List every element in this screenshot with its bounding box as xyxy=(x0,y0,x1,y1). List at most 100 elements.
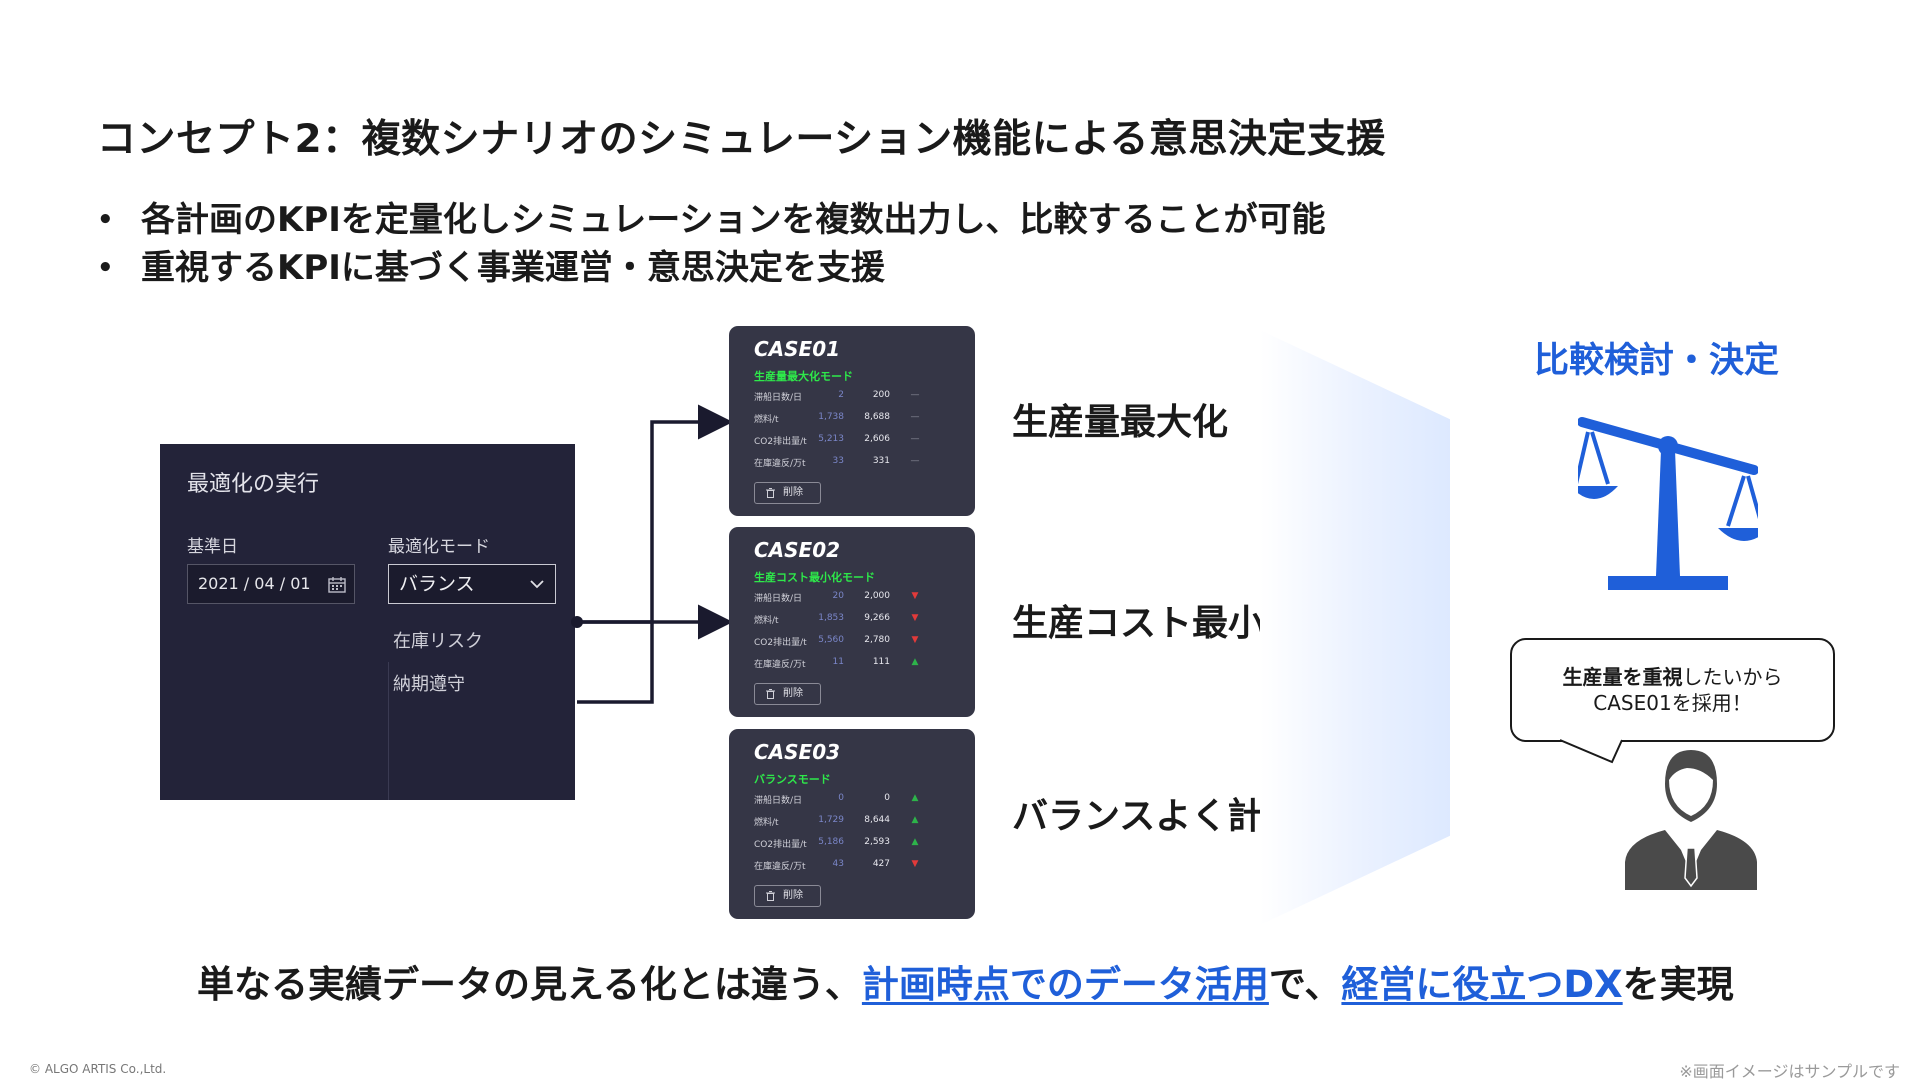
bullet-marker: • xyxy=(97,253,114,283)
trend-up-icon: ▲ xyxy=(911,815,919,825)
kpi-label: CO2排出量/t xyxy=(754,840,807,850)
sample-note: ※画面イメージはサンプルです xyxy=(1679,1062,1900,1080)
kpi-label: 滞船日数/日 xyxy=(754,594,803,604)
trend-down-icon: ▼ xyxy=(911,613,919,623)
case-mode: 生産量最大化モード xyxy=(754,370,853,383)
summary-part-1: 単なる実績データの見える化とは違う、 xyxy=(197,963,862,1006)
kpi-label: 在庫違反/万t xyxy=(754,459,806,469)
bubble-line-2: CASE01を採用！ xyxy=(1593,691,1752,715)
trend-up-icon: ▲ xyxy=(911,837,919,847)
kpi-label: 燃料/t xyxy=(754,415,779,425)
calendar-icon[interactable] xyxy=(328,576,346,593)
copyright: © ALGO ARTIS Co.,Ltd. xyxy=(29,1062,167,1076)
kpi-value-a: 2 xyxy=(838,390,844,400)
case-name: CASE01 xyxy=(754,337,841,361)
summary-part-2: で、 xyxy=(1268,963,1342,1006)
case-caption-02: 生産コスト最小化 xyxy=(1012,603,1301,644)
kpi-value-b: 427 xyxy=(872,859,890,869)
kpi-value-b: 0 xyxy=(884,793,890,803)
date-field[interactable]: 2021 / 04 / 01 xyxy=(187,564,355,604)
kpi-value-a: 33 xyxy=(832,456,844,466)
bullet-item: • 重視するKPIに基づく事業運営・意思決定を支援 xyxy=(97,244,1326,292)
bubble-line-1: 生産量を重視したいから xyxy=(1512,664,1833,690)
case-mode: 生産コスト最小化モード xyxy=(754,571,875,584)
summary-highlight-1: 計画時点でのデータ活用 xyxy=(861,963,1269,1006)
chevron-down-icon xyxy=(530,580,544,589)
trend-down-icon: ▼ xyxy=(911,591,919,601)
trend-down-icon: ▼ xyxy=(911,635,919,645)
date-label: 基準日 xyxy=(187,537,238,557)
kpi-value-b: 2,593 xyxy=(864,837,890,847)
mode-option-inventory-risk[interactable]: 在庫リスク xyxy=(393,631,483,652)
kpi-label: 在庫違反/万t xyxy=(754,862,806,872)
trash-icon xyxy=(766,891,775,901)
panel-divider xyxy=(388,662,389,800)
trend-up-icon: ▲ xyxy=(911,657,919,667)
case-caption-01: 生産量最大化 xyxy=(1012,402,1229,443)
gradient-arrow xyxy=(1260,330,1450,925)
case-name: CASE03 xyxy=(754,740,841,764)
kpi-value-b: 2,000 xyxy=(864,591,890,601)
trend-up-icon: ▲ xyxy=(911,793,919,803)
delete-button[interactable]: 削除 xyxy=(754,885,821,907)
mode-select[interactable]: バランス xyxy=(388,564,556,604)
kpi-value-a: 5,186 xyxy=(818,837,844,847)
delete-button[interactable]: 削除 xyxy=(754,683,821,705)
bullet-list: • 各計画のKPIを定量化しシミュレーションを複数出力し、比較することが可能 •… xyxy=(97,196,1326,292)
mode-label: 最適化モード xyxy=(388,537,490,557)
bubble-rest: したいから xyxy=(1682,665,1783,689)
case-mode: バランスモード xyxy=(754,773,831,786)
kpi-value-a: 43 xyxy=(832,859,844,869)
kpi-value-a: 1,853 xyxy=(818,613,844,623)
case-name: CASE02 xyxy=(754,538,841,562)
kpi-row: 在庫違反/万t 43 427 ▼ xyxy=(754,859,954,873)
businessman-icon xyxy=(1625,750,1757,890)
kpi-value-b: 2,606 xyxy=(864,434,890,444)
kpi-value-b: 111 xyxy=(872,657,890,667)
speech-bubble: 生産量を重視したいから CASE01を採用！ xyxy=(1510,638,1835,742)
kpi-label: CO2排出量/t xyxy=(754,638,807,648)
kpi-value-a: 1,729 xyxy=(818,815,844,825)
kpi-row: 在庫違反/万t 33 331 — xyxy=(754,456,954,470)
kpi-value-a: 0 xyxy=(838,793,844,803)
bullet-text: 各計画のKPIを定量化しシミュレーションを複数出力し、比較することが可能 xyxy=(141,200,1326,240)
trend-down-icon: ▼ xyxy=(911,859,919,869)
kpi-row: CO2排出量/t 5,186 2,593 ▲ xyxy=(754,837,954,851)
kpi-row: 滞船日数/日 20 2,000 ▼ xyxy=(754,591,954,605)
delete-label: 削除 xyxy=(783,688,803,699)
summary-highlight-2: 経営に役立つDX xyxy=(1341,963,1623,1006)
mode-select-value: バランス xyxy=(399,573,475,595)
trash-icon xyxy=(766,689,775,699)
kpi-value-a: 20 xyxy=(832,591,844,601)
kpi-label: 燃料/t xyxy=(754,818,779,828)
bullet-text: 重視するKPIに基づく事業運営・意思決定を支援 xyxy=(141,248,885,288)
panel-title: 最適化の実行 xyxy=(187,472,320,497)
kpi-label: 滞船日数/日 xyxy=(754,393,803,403)
scale-icon xyxy=(1578,417,1758,590)
kpi-value-a: 5,213 xyxy=(818,434,844,444)
kpi-value-b: 2,780 xyxy=(864,635,890,645)
slide-title: コンセプト2：複数シナリオのシミュレーション機能による意思決定支援 xyxy=(97,117,1386,162)
bullet-item: • 各計画のKPIを定量化しシミュレーションを複数出力し、比較することが可能 xyxy=(97,196,1326,244)
delete-button[interactable]: 削除 xyxy=(754,482,821,504)
optimization-panel: 最適化の実行 基準日 最適化モード 2021 / 04 / 01 バランス 在庫… xyxy=(160,444,575,800)
kpi-value-a: 1,738 xyxy=(818,412,844,422)
case-caption-03: バランスよく計画 xyxy=(1012,796,1300,837)
case-card-02: CASE02 生産コスト最小化モード 滞船日数/日 20 2,000 ▼ 燃料/t 1,… xyxy=(729,527,975,717)
mode-option-delivery[interactable]: 納期遵守 xyxy=(393,674,465,695)
trend-flat-icon: — xyxy=(910,456,920,466)
summary-statement: 単なる実績データの見える化とは違う、計画時点でのデータ活用で、経営に役立つDXを… xyxy=(197,954,1734,1008)
delete-label: 削除 xyxy=(783,487,803,498)
kpi-label: 燃料/t xyxy=(754,616,779,626)
bubble-tail xyxy=(1560,739,1623,764)
delete-label: 削除 xyxy=(783,890,803,901)
kpi-value-b: 331 xyxy=(872,456,890,466)
